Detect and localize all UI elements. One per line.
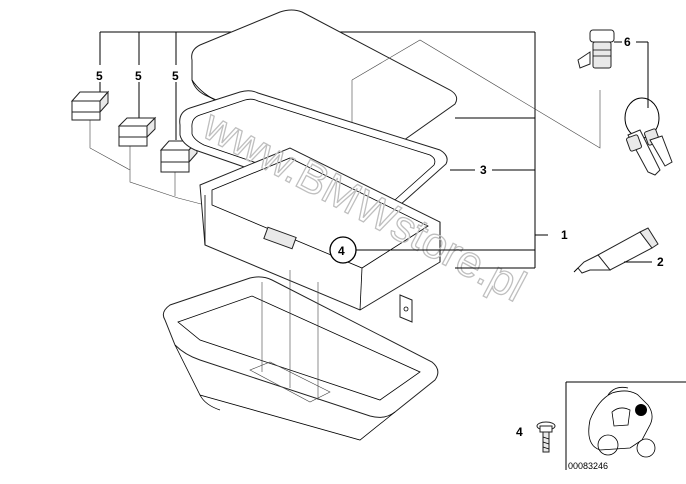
- key-ring: [624, 97, 673, 176]
- lock-guide: [351, 39, 601, 149]
- outer-housing: [162, 276, 439, 441]
- label-buffer-b: 5: [135, 69, 142, 83]
- label-seal-frame: 3: [480, 163, 487, 177]
- lock-cylinder: [577, 29, 622, 69]
- location-marker: [635, 404, 647, 416]
- label-buffer-c: 5: [172, 69, 179, 83]
- label-buffer-a: 5: [96, 69, 103, 83]
- leader-lines-right: [356, 117, 548, 269]
- adhesive-tube: [573, 227, 659, 274]
- callout-circle-4: [329, 236, 357, 264]
- buffer-2: [117, 116, 157, 147]
- leader-lines-6: [636, 41, 649, 108]
- label-screw-legend: 4: [516, 425, 523, 439]
- screw-legend-icon: [536, 421, 556, 453]
- location-inset: [565, 381, 686, 470]
- buffer-assembly-guides: [89, 120, 206, 206]
- inner-tray: [199, 147, 441, 323]
- diagram-code: 00083246: [568, 461, 608, 471]
- seal-frame: [179, 90, 448, 214]
- housing-guides: [249, 270, 331, 403]
- label-main-assembly: 1: [561, 228, 568, 242]
- label-screw-callout: 4: [338, 244, 345, 258]
- label-adhesive-tube: 2: [657, 255, 664, 269]
- label-lock-cylinder: 6: [624, 35, 631, 49]
- buffer-1: [70, 90, 110, 121]
